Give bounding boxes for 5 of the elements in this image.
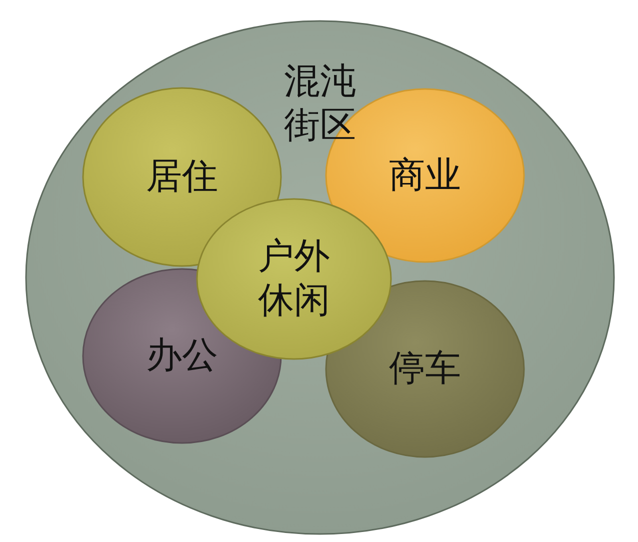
zone-label: 停车 [388,347,462,391]
zone-label: 办公 [145,334,219,378]
zone-label: 商业 [388,154,462,198]
zone-label: 居住 [145,155,219,199]
zone-label: 户外休闲 [257,235,331,323]
